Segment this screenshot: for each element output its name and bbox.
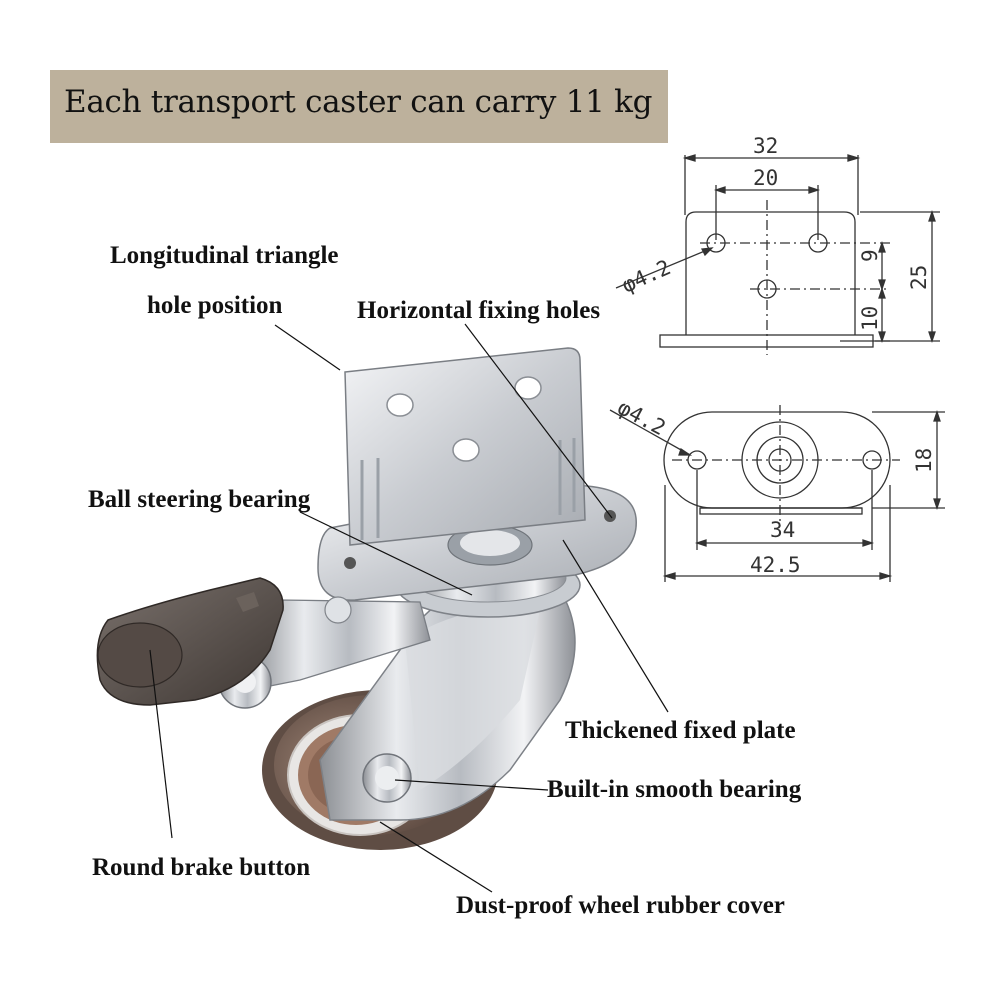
dim-top-diameter: φ4.2 bbox=[614, 395, 670, 440]
dim-vertical-10: 10 bbox=[858, 306, 882, 331]
dim-vertical-9: 9 bbox=[858, 249, 882, 262]
label-ball-steering-bearing: Ball steering bearing bbox=[88, 486, 311, 513]
title-text: Each transport caster can carry 11 kg bbox=[64, 84, 653, 120]
label-triangle-hole-1: Longitudinal triangle bbox=[110, 242, 339, 269]
side-view-drawing bbox=[615, 154, 940, 355]
label-built-in-smooth-bearing: Built-in smooth bearing bbox=[547, 776, 802, 803]
top-view-drawing bbox=[609, 405, 945, 582]
dim-hole-spacing-34: 34 bbox=[770, 518, 795, 542]
dim-width-32: 32 bbox=[753, 134, 778, 158]
leader-lines bbox=[149, 323, 669, 893]
dim-length-42-5: 42.5 bbox=[750, 553, 801, 577]
dim-depth-18: 18 bbox=[912, 448, 936, 473]
label-thickened-fixed-plate: Thickened fixed plate bbox=[565, 717, 796, 744]
label-round-brake-button: Round brake button bbox=[92, 854, 311, 881]
dim-hole-spacing-20: 20 bbox=[753, 166, 778, 190]
label-horizontal-fixing-holes: Horizontal fixing holes bbox=[357, 297, 601, 324]
dim-side-diameter: φ4.2 bbox=[618, 255, 674, 297]
dim-height-25: 25 bbox=[907, 265, 931, 290]
title-banner: Each transport caster can carry 11 kg bbox=[50, 70, 668, 143]
caster-product bbox=[96, 347, 637, 850]
label-dust-proof-cover: Dust-proof wheel rubber cover bbox=[456, 892, 785, 919]
label-triangle-hole-2: hole position bbox=[147, 292, 283, 319]
